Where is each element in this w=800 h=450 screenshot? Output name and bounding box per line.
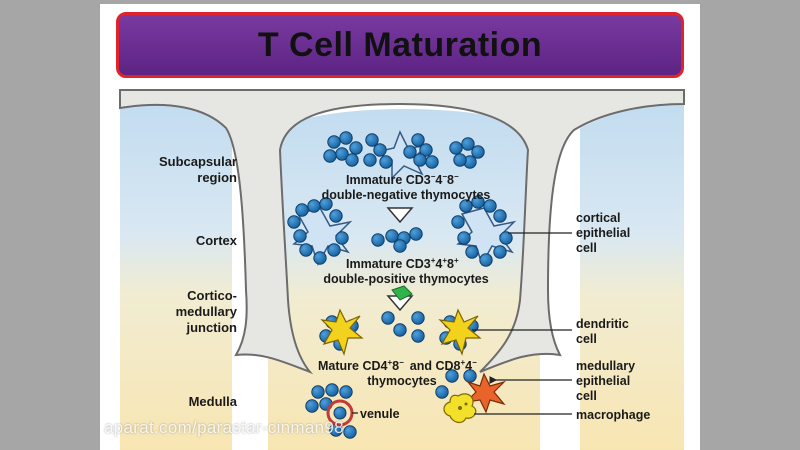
thymocyte <box>413 153 427 167</box>
thymocyte <box>393 323 407 337</box>
label-cortical-line3: cell <box>576 241 597 255</box>
thymocyte <box>313 251 327 265</box>
thymocyte <box>451 215 465 229</box>
thymocyte <box>305 399 319 413</box>
thymocyte <box>457 231 471 245</box>
thymocyte <box>339 131 353 145</box>
region-subcapsular-line2: region <box>197 170 237 185</box>
label-medullary-line1: medullary <box>576 359 635 373</box>
label-dendritic-line2: cell <box>576 332 597 346</box>
thymocyte <box>461 137 475 151</box>
dn-label-line2: double-negative thymocytes <box>322 188 491 202</box>
thymocyte <box>449 141 463 155</box>
thymocyte <box>371 233 385 247</box>
thymocyte <box>479 253 493 267</box>
mature-label-line1: Mature CD4+8−and CD8+4− <box>318 358 477 373</box>
thymocyte <box>411 329 425 343</box>
thymocyte <box>453 153 467 167</box>
thymocyte <box>409 227 423 241</box>
region-labels: Subcapsular region Cortex Cortico- medul… <box>159 154 238 409</box>
thymocyte <box>379 155 393 169</box>
thymocyte <box>373 143 387 157</box>
dendritic-cell-left <box>320 308 364 356</box>
leader-lines <box>352 232 572 415</box>
flow-arrow-2 <box>386 285 414 312</box>
thymocyte <box>295 203 309 217</box>
label-cortical-line1: cortical <box>576 211 620 225</box>
thymocyte <box>381 311 395 325</box>
centre-labels: Immature CD3−4−8− double-negative thymoc… <box>318 172 490 421</box>
region-cm-line1: Cortico- <box>187 288 237 303</box>
tissue-background <box>120 102 684 450</box>
thymocyte <box>329 209 343 223</box>
dp-label-line1: Immature CD3+4+8+ <box>346 256 459 271</box>
thymocyte <box>323 149 337 163</box>
label-medullary-line2: epithelial <box>576 374 630 388</box>
thymocyte <box>327 135 341 149</box>
thymocyte <box>393 239 407 253</box>
thymocyte <box>385 229 399 243</box>
thymocyte <box>311 385 325 399</box>
medullary-epithelial-cell <box>464 372 507 414</box>
thymocyte <box>325 383 339 397</box>
thymocyte <box>307 199 321 213</box>
thymocyte <box>319 197 333 211</box>
septum <box>119 89 685 375</box>
thymocyte <box>483 199 497 213</box>
region-cm-line3: junction <box>185 320 237 335</box>
thymocyte <box>299 243 313 257</box>
region-cortex: Cortex <box>196 233 238 248</box>
dn-label-line1: Immature CD3−4−8− <box>346 172 459 187</box>
thymocyte <box>465 245 479 259</box>
title-bar: T Cell Maturation <box>116 12 684 78</box>
thymocyte <box>425 155 439 169</box>
thymocyte <box>471 195 485 209</box>
label-dendritic-line1: dendritic <box>576 317 629 331</box>
label-medullary-line3: cell <box>576 389 597 403</box>
thymocyte <box>363 153 377 167</box>
watermark: aparat.com/parastar-cinman98 <box>104 418 344 437</box>
dendritic-cell-right <box>438 308 482 356</box>
thymocyte <box>445 369 459 383</box>
thymocyte <box>411 311 425 325</box>
thymocyte <box>345 153 359 167</box>
thymocyte <box>471 145 485 159</box>
thymocyte <box>419 143 433 157</box>
thymocyte <box>293 229 307 243</box>
thymocyte <box>411 133 425 147</box>
region-medulla: Medulla <box>189 394 238 409</box>
thymocyte <box>335 231 349 245</box>
thymocyte <box>339 385 353 399</box>
label-cortical-line2: epithelial <box>576 226 630 240</box>
thymocyte <box>493 209 507 223</box>
thymocyte <box>287 215 301 229</box>
thymocyte <box>403 145 417 159</box>
mature-label-line2: thymocytes <box>367 374 437 388</box>
thymocyte <box>459 199 473 213</box>
thymocyte <box>327 243 341 257</box>
thymocyte <box>349 141 363 155</box>
label-macrophage: macrophage <box>576 408 650 422</box>
region-cm-line2: medullary <box>176 304 238 319</box>
venule-label: venule <box>360 407 400 421</box>
macrophage <box>443 393 477 424</box>
right-labels: cortical epithelial cell dendritic cell … <box>576 211 650 422</box>
slide-title: T Cell Maturation <box>257 25 543 64</box>
flow-arrow-1 <box>386 207 414 224</box>
dp-label-line2: double-positive thymocytes <box>323 272 488 286</box>
thymocyte <box>493 245 507 259</box>
thymocyte <box>499 231 513 245</box>
region-subcapsular-line1: Subcapsular <box>159 154 237 169</box>
thymocyte <box>365 133 379 147</box>
thymocyte <box>343 425 357 439</box>
thymocyte <box>435 385 449 399</box>
